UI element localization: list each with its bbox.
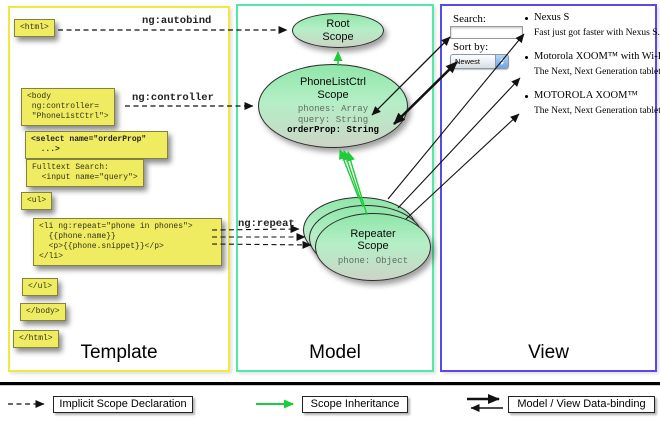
root-scope-title-1: Root xyxy=(326,18,350,30)
phonelistctrl-prop-query: query: String xyxy=(297,114,369,125)
label-ng-repeat: ng:repeat xyxy=(238,218,295,230)
legend-model-view-data-binding: Model / View Data-binding xyxy=(508,396,655,413)
code-body-open: <body ng:controller= "PhoneListCtrl"> xyxy=(21,88,115,126)
phonelistctrl-scope-title-1: PhoneListCtrl xyxy=(299,76,367,89)
list-item: Motorola XOOM™ with Wi-Fi The Next, Next… xyxy=(525,51,660,77)
label-ng-controller: ng:controller xyxy=(132,92,214,104)
code-ul-open: <ul> xyxy=(21,192,53,210)
phonelistctrl-prop-phones: phones: Array xyxy=(297,104,369,115)
list-item: Nexus S Fast just got faster with Nexus … xyxy=(525,12,660,38)
sort-by-label: Sort by: xyxy=(453,41,489,53)
phone-name: Nexus S xyxy=(534,12,570,23)
bullet-icon xyxy=(525,17,528,20)
legend-implicit-scope-declaration: Implicit Scope Declaration xyxy=(53,396,193,413)
sort-by-selected-value: Newest xyxy=(455,57,481,66)
sort-by-select[interactable]: Newest xyxy=(450,54,509,69)
search-label: Search: xyxy=(453,13,486,25)
model-column-label: Model xyxy=(309,342,361,363)
root-scope-ellipse: Root Scope xyxy=(292,13,384,48)
repeater-scope-title-2: Scope xyxy=(357,240,389,253)
dropdown-stepper-icon xyxy=(495,55,508,68)
root-scope-title-2: Scope xyxy=(322,30,354,43)
code-ul-close: </ul> xyxy=(22,278,59,296)
phone-name: MOTOROLA XOOM™ xyxy=(534,90,638,101)
code-html-open: <html> xyxy=(14,19,55,37)
phonelistctrl-prop-orderprop: orderProp: String xyxy=(287,125,379,136)
phone-name: Motorola XOOM™ with Wi-Fi xyxy=(534,51,660,62)
phonelistctrl-scope-ellipse: PhoneListCtrl Scope phones: Array query:… xyxy=(258,64,408,148)
template-column-label: Template xyxy=(80,342,158,363)
code-li-repeat: <li ng:repeat="phone in phones"> {{phone… xyxy=(33,218,222,266)
phone-snippet: The Next, Next Generation tablet. xyxy=(534,106,660,116)
repeater-scope-ellipse-front: Repeater Scope phone: Object xyxy=(315,213,431,281)
code-html-close: </html> xyxy=(13,330,59,348)
bullet-icon xyxy=(525,56,528,59)
legend-separator xyxy=(0,382,660,386)
search-input[interactable] xyxy=(450,26,523,39)
list-item: MOTOROLA XOOM™ The Next, Next Generation… xyxy=(525,90,660,116)
phone-list: Nexus S Fast just got faster with Nexus … xyxy=(525,12,660,129)
repeater-scope-title-1: Repeater xyxy=(350,227,396,240)
code-select: <select name="orderProp" ...> xyxy=(25,131,168,159)
label-ng-autobind: ng:autobind xyxy=(142,15,212,27)
code-body-close: </body> xyxy=(20,303,66,321)
repeater-prop-phone: phone: Object xyxy=(337,255,409,266)
phonelistctrl-scope-title-2: Scope xyxy=(317,88,349,101)
phone-snippet: The Next, Next Generation tablet. xyxy=(534,67,660,77)
code-fulltext-search: Fulltext Search: <input name="query"> xyxy=(26,159,144,187)
view-column-label: View xyxy=(528,342,569,363)
bullet-icon xyxy=(525,95,528,98)
phone-snippet: Fast just got faster with Nexus S. xyxy=(534,28,660,38)
legend-scope-inheritance: Scope Inheritance xyxy=(302,396,408,413)
model-column: Model xyxy=(236,4,434,372)
